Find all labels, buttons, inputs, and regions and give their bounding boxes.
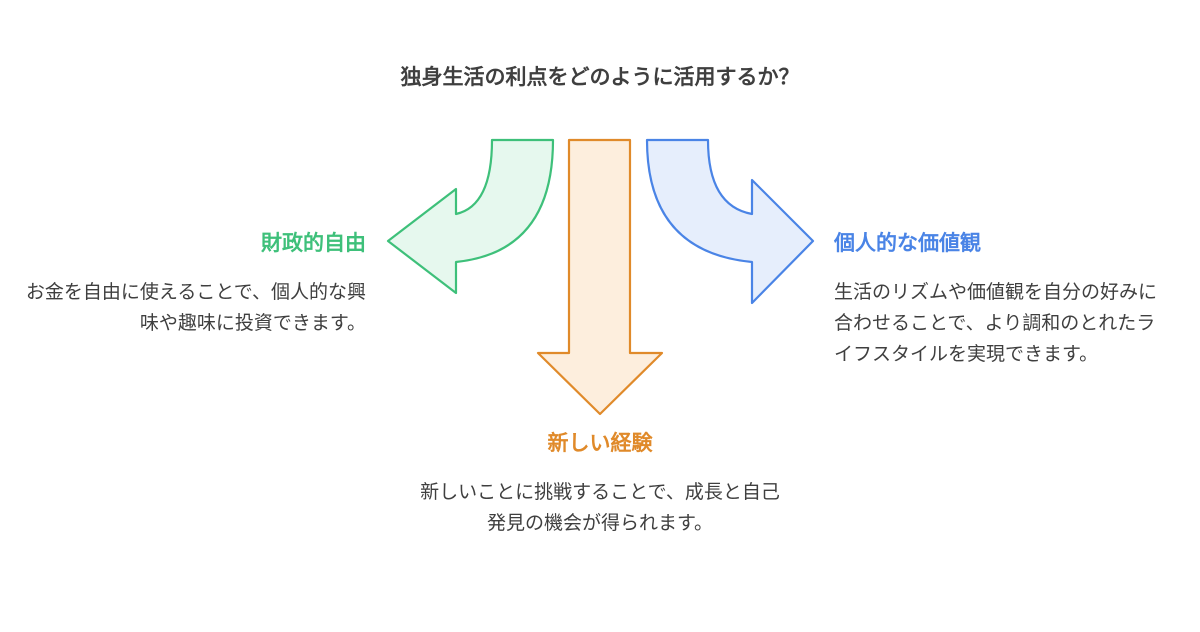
new-experience-description: 新しいことに挑戦することで、成長と自己発見の機会が得られます。 <box>420 481 780 534</box>
personal-values-description: 生活のリズムや価値観を自分の好みに合わせることで、より調和のとれたライフスタイル… <box>834 281 1158 365</box>
diagram-title: 独身生活の利点をどのように活用するか？ <box>400 65 800 89</box>
arrow-down-icon <box>536 138 664 416</box>
financial-freedom-heading: 財政的自由 <box>261 231 366 255</box>
personal-values-heading: 個人的な価値観 <box>834 231 981 255</box>
financial-freedom-description: お金を自由に使えることで、個人的な興味や趣味に投資できます。 <box>25 281 366 334</box>
curved-arrow-left-icon <box>386 138 555 295</box>
curved-arrow-right-icon <box>645 138 815 305</box>
new-experience-heading: 新しい経験 <box>547 431 653 455</box>
